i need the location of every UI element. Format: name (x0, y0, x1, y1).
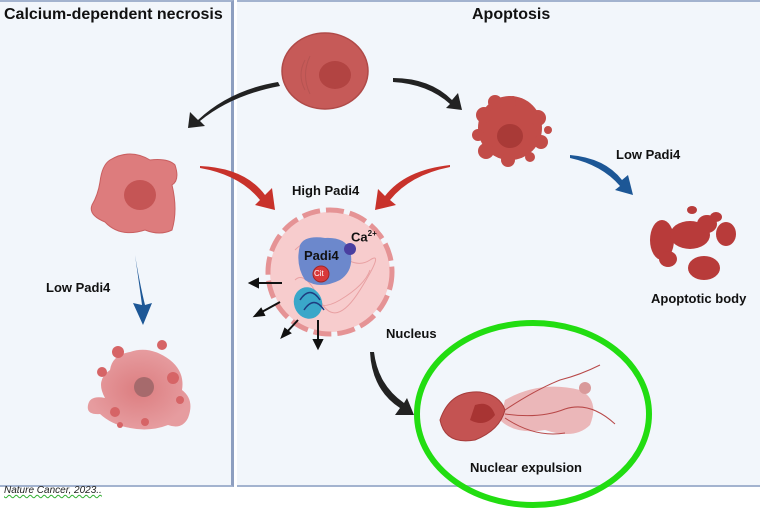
blue-arrow-down-icon (133, 255, 152, 325)
calcium-label: Ca2+ (351, 229, 377, 244)
padi4-protein (298, 237, 352, 285)
cit-residue (312, 265, 330, 283)
healthy-cell (281, 32, 369, 110)
blebbing-cell (472, 95, 552, 167)
arrow-to-apoptosis-icon (393, 78, 462, 110)
histone-icon (293, 287, 325, 319)
calcium-charge: 2+ (367, 229, 377, 238)
apoptotic-body-label: Apoptotic body (651, 291, 747, 306)
release-arrows-icon (247, 277, 324, 351)
calcium-ion (344, 243, 356, 255)
low-padi4-right-label: Low Padi4 (616, 147, 681, 162)
high-padi4-label: High Padi4 (292, 183, 360, 198)
nuclear-expulsion-label: Nuclear expulsion (470, 460, 582, 475)
nuclear-expulsion-cell (439, 364, 616, 442)
nucleus-label: Nucleus (386, 326, 437, 341)
nucleus (265, 207, 395, 337)
arrow-to-necrosis-icon (188, 82, 280, 128)
highlight-circle (414, 320, 652, 508)
apoptosis-title: Apoptosis (472, 6, 551, 23)
blue-arrow-curve-icon (570, 155, 633, 195)
citation-caption: Nature Cancer, 2023.. (4, 485, 102, 496)
red-arrow-left-icon (200, 166, 275, 210)
apoptotic-body (650, 206, 736, 280)
arrow-to-expulsion-icon (370, 352, 414, 415)
calcium-symbol: Ca (351, 229, 368, 245)
padi4-label: Padi4 (304, 248, 339, 263)
red-arrow-right-icon (375, 165, 450, 210)
swollen-cell (90, 153, 178, 234)
low-padi4-left-label: Low Padi4 (46, 280, 111, 295)
cit-label: Cit (314, 269, 324, 278)
necrotic-cell (87, 340, 191, 430)
necrosis-title: Calcium-dependent necrosis (4, 6, 223, 23)
